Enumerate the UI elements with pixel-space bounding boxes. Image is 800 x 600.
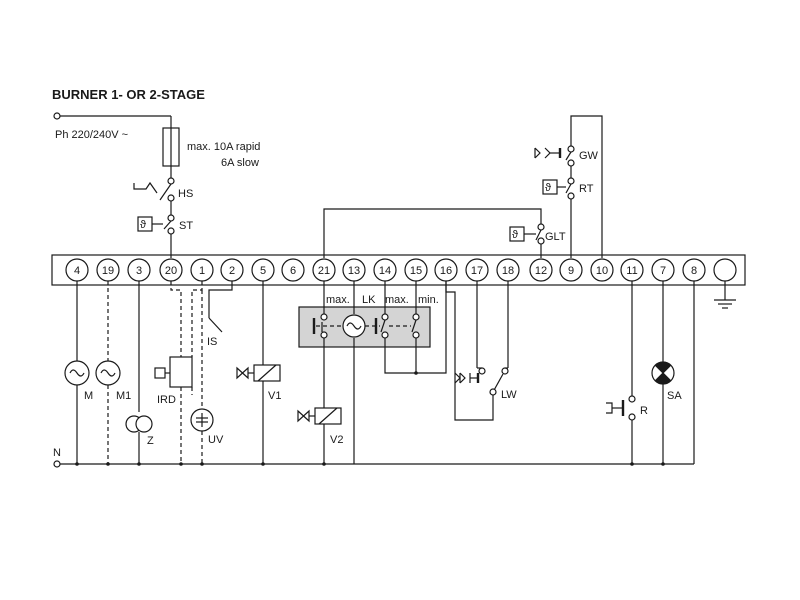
alarm-lamp-sa: SA	[651, 281, 682, 464]
terminal-strip	[51, 254, 746, 309]
safety-thermostat-st: ϑ ST	[137, 214, 193, 258]
terminal-label-19: 19	[102, 265, 114, 277]
terminal-label-21: 21	[318, 265, 330, 277]
terminal-label-7: 7	[660, 265, 666, 277]
terminal-label-16: 16	[440, 265, 452, 277]
fuse-rating-rapid: max. 10A rapid	[187, 141, 260, 153]
reset-button-r: R	[606, 281, 648, 464]
diagram-title: BURNER 1- OR 2-STAGE	[52, 87, 205, 102]
rt-label: RT	[579, 183, 594, 195]
pressure-switch-lw: LW	[445, 281, 517, 421]
main-switch-hs: HS	[133, 177, 193, 217]
motor-m1: M1	[95, 281, 131, 464]
neutral-junctions	[75, 462, 665, 466]
gw-label: GW	[579, 150, 599, 162]
neutral-bus: N	[53, 447, 694, 468]
terminal-label-6: 6	[290, 265, 296, 277]
lk-max2: max.	[385, 294, 409, 306]
lk-box: max. LK max. min.	[298, 281, 447, 375]
r-label: R	[640, 405, 648, 417]
interlock-is: IS	[207, 281, 233, 348]
terminal-label-12: 12	[535, 265, 547, 277]
neutral-label: N	[53, 447, 61, 459]
terminal-label-1: 1	[199, 265, 205, 277]
m1-label: M1	[116, 390, 131, 402]
terminal-label-8: 8	[691, 265, 697, 277]
sa-label: SA	[667, 390, 682, 402]
lk-min: min.	[418, 294, 439, 306]
hs-label: HS	[178, 188, 193, 200]
terminal-label-14: 14	[379, 265, 391, 277]
terminal-label-10: 10	[596, 265, 608, 277]
motor-m: M	[64, 281, 93, 464]
v2-label: V2	[330, 434, 343, 446]
uv-label: UV	[208, 434, 224, 446]
v1-label: V1	[268, 390, 281, 402]
terminal-12	[529, 258, 553, 282]
terminal-label-3: 3	[136, 265, 142, 277]
ird-label: IRD	[157, 394, 176, 406]
svg-text:ϑ: ϑ	[545, 182, 551, 194]
valve-v1: V1	[236, 281, 281, 464]
phase-label: Ph 220/240V ~	[55, 129, 128, 141]
terminal-label-5: 5	[260, 265, 266, 277]
terminal-label-15: 15	[410, 265, 422, 277]
glt-label: GLT	[545, 231, 566, 243]
valve-v2: V2	[297, 338, 343, 464]
terminal-label-17: 17	[471, 265, 483, 277]
m-label: M	[84, 390, 93, 402]
terminal-9	[559, 258, 583, 282]
lw-label: LW	[501, 389, 517, 401]
phase-supply: Ph 220/240V ~	[53, 112, 171, 141]
limit-thermostat-glt: ϑ GLT	[509, 223, 566, 258]
gw-rt-chain: GW ϑ RT	[534, 115, 603, 258]
is-label: IS	[207, 336, 217, 348]
terminal-label-2: 2	[229, 265, 235, 277]
terminal-label-9: 9	[568, 265, 574, 277]
svg-text:ϑ: ϑ	[140, 219, 146, 231]
terminal-label-20: 20	[165, 265, 177, 277]
lk-label: LK	[362, 294, 376, 306]
link-21-glt	[323, 208, 542, 258]
uv-cell: UV	[190, 290, 224, 464]
terminal-10	[590, 258, 614, 282]
terminal-label-13: 13	[348, 265, 360, 277]
fuse: max. 10A rapid 6A slow	[162, 116, 260, 178]
st-label: ST	[179, 220, 193, 232]
flame-sensor-ird: IRD	[154, 281, 203, 464]
lk-max1: max.	[326, 294, 350, 306]
svg-text:ϑ: ϑ	[512, 229, 518, 241]
terminal-label-4: 4	[74, 265, 80, 277]
fuse-rating-slow: 6A slow	[221, 157, 259, 169]
z-label: Z	[147, 435, 154, 447]
terminal-label-18: 18	[502, 265, 514, 277]
ignition-transformer-z: Z	[125, 281, 154, 464]
terminal-6	[281, 258, 305, 282]
terminal-label-11: 11	[626, 265, 637, 277]
